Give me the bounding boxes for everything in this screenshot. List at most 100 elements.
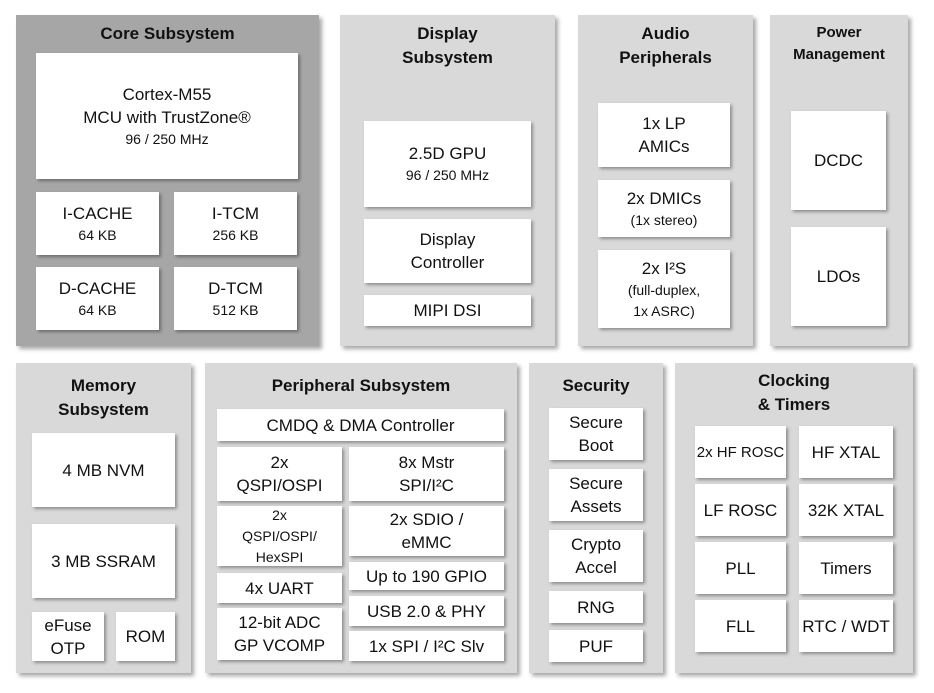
block-label: 3 MB SSRAM — [51, 551, 156, 571]
i2s-block: 2x I²S (full-duplex, 1x ASRC) — [598, 250, 730, 328]
memory-subsystem-panel: Memory Subsystem 4 MB NVM 3 MB SSRAM eFu… — [16, 363, 191, 673]
cortex-m55-block: Cortex-M55 MCU with TrustZone® 96 / 250 … — [36, 53, 298, 179]
rtc-wdt-block: RTC / WDT — [799, 600, 893, 652]
efuse-otp-block: eFuse OTP — [32, 612, 104, 661]
ssram-block: 3 MB SSRAM — [32, 524, 175, 598]
block-label: RTC / WDT — [802, 616, 890, 636]
panel-title: Display Subsystem — [402, 24, 493, 67]
adc-vcomp-block: 12-bit ADC GP VCOMP — [217, 608, 342, 660]
usb-phy-block: USB 2.0 & PHY — [349, 596, 504, 626]
block-label: ROM — [125, 627, 166, 646]
block-label: eFuse OTP — [44, 615, 92, 658]
panel-title: Security — [562, 376, 630, 395]
block-sublabel: 96 / 250 MHz — [405, 167, 490, 183]
puf-block: PUF — [549, 630, 643, 662]
block-label: USB 2.0 & PHY — [366, 601, 487, 621]
block-label: PUF — [579, 636, 613, 656]
panel-title: Core Subsystem — [100, 24, 235, 43]
block-label: 1x SPI / I²C Slv — [368, 636, 485, 656]
hf-rosc-block: 2x HF ROSC — [695, 426, 786, 478]
icache-block: I-CACHE 64 KB — [36, 192, 159, 255]
power-management-panel: Power Management DCDC LDOs — [770, 15, 908, 346]
block-label: DCDC — [813, 151, 864, 170]
block-label: I-CACHE — [62, 203, 133, 223]
timers-block: Timers — [799, 542, 893, 594]
block-sublabel: 512 KB — [212, 301, 259, 318]
xtal-32k-block: 32K XTAL — [799, 484, 893, 536]
block-sublabel: 96 / 250 MHz — [125, 130, 209, 147]
block-label: Secure Boot — [569, 413, 623, 455]
audio-peripherals-panel: Audio Peripherals 1x LP AMICs 2x DMICs (… — [578, 15, 753, 346]
secure-assets-block: Secure Assets — [549, 469, 643, 521]
block-label: 2.5D GPU — [408, 144, 487, 163]
block-label: 2x SDIO / eMMC — [389, 510, 464, 552]
hf-xtal-block: HF XTAL — [799, 426, 893, 478]
block-label: Secure Assets — [569, 474, 623, 516]
clocking-timers-panel: Clocking & Timers 2x HF ROSC HF XTAL LF … — [675, 363, 913, 673]
block-sublabel: 64 KB — [78, 301, 117, 318]
block-label: D-CACHE — [58, 278, 137, 298]
rng-block: RNG — [549, 591, 643, 623]
fll-block: FLL — [695, 600, 786, 652]
block-label: HF XTAL — [811, 442, 881, 462]
block-label: LDOs — [816, 267, 861, 286]
qspi-ospi-block: 2x QSPI/OSPI — [217, 447, 342, 501]
hexspi-block: 2x QSPI/OSPI/ HexSPI — [217, 506, 342, 566]
block-label: 2x I²S — [641, 258, 687, 278]
itcm-block: I-TCM 256 KB — [174, 192, 297, 255]
sdio-emmc-block: 2x SDIO / eMMC — [349, 506, 504, 556]
rom-block: ROM — [116, 612, 175, 661]
lf-rosc-block: LF ROSC — [695, 484, 786, 536]
block-label: PLL — [725, 558, 756, 578]
dcdc-block: DCDC — [791, 111, 886, 210]
gpio-block: Up to 190 GPIO — [349, 562, 504, 590]
block-label: LF ROSC — [703, 500, 778, 520]
block-label: 12-bit ADC GP VCOMP — [233, 613, 326, 655]
block-sublabel: (1x stereo) — [630, 211, 698, 228]
block-sublabel: 2x QSPI/OSPI/ HexSPI — [242, 506, 317, 565]
block-sublabel: 64 KB — [78, 226, 117, 243]
block-label: Display Controller — [410, 230, 485, 272]
display-subsystem-panel: Display Subsystem 2.5D GPU 96 / 250 MHz … — [340, 15, 555, 346]
block-label: FLL — [725, 616, 756, 636]
block-label: 2x DMICs — [626, 188, 702, 208]
block-sublabel: 2x HF ROSC — [696, 443, 785, 461]
block-sublabel: (full-duplex, 1x ASRC) — [627, 281, 701, 319]
dmic-block: 2x DMICs (1x stereo) — [598, 180, 730, 237]
ldo-block: LDOs — [791, 227, 886, 326]
block-sublabel: 256 KB — [212, 226, 259, 243]
spi-i2c-slave-block: 1x SPI / I²C Slv — [349, 631, 504, 661]
dcache-block: D-CACHE 64 KB — [36, 267, 159, 330]
block-label: CMDQ & DMA Controller — [266, 415, 455, 435]
panel-title: Clocking & Timers — [757, 371, 831, 414]
block-label: Timers — [820, 558, 872, 578]
block-label: 1x LP AMICs — [638, 114, 690, 156]
block-label: MIPI DSI — [413, 301, 482, 320]
block-label: D-TCM — [208, 278, 263, 298]
block-label: 32K XTAL — [807, 500, 885, 520]
mipi-dsi-block: MIPI DSI — [364, 295, 531, 326]
block-label: I-TCM — [211, 203, 260, 223]
pll-block: PLL — [695, 542, 786, 594]
nvm-block: 4 MB NVM — [32, 433, 175, 507]
secure-boot-block: Secure Boot — [549, 408, 643, 460]
block-label: 4x UART — [245, 578, 314, 598]
uart-block: 4x UART — [217, 573, 342, 603]
security-panel: Security Secure Boot Secure Assets Crypt… — [529, 363, 663, 673]
block-label: RNG — [577, 597, 615, 617]
panel-title: Peripheral Subsystem — [271, 376, 451, 395]
block-label: Cortex-M55 MCU with TrustZone® — [83, 84, 251, 127]
display-controller-block: Display Controller — [364, 219, 531, 283]
mstr-spi-i2c-block: 8x Mstr SPI/I²C — [349, 447, 504, 501]
block-label: 4 MB NVM — [62, 460, 145, 480]
block-label: Up to 190 GPIO — [366, 566, 487, 586]
cmdq-dma-block: CMDQ & DMA Controller — [217, 409, 504, 441]
peripheral-subsystem-panel: Peripheral Subsystem CMDQ & DMA Controll… — [205, 363, 517, 673]
block-label: Crypto Accel — [570, 535, 622, 577]
block-label: 2x QSPI/OSPI — [236, 453, 323, 495]
crypto-accel-block: Crypto Accel — [549, 530, 643, 582]
amic-block: 1x LP AMICs — [598, 103, 730, 167]
core-subsystem-panel: Core Subsystem Cortex-M55 MCU with Trust… — [16, 15, 319, 346]
panel-title: Memory Subsystem — [58, 376, 149, 419]
panel-title: Audio Peripherals — [619, 24, 712, 67]
